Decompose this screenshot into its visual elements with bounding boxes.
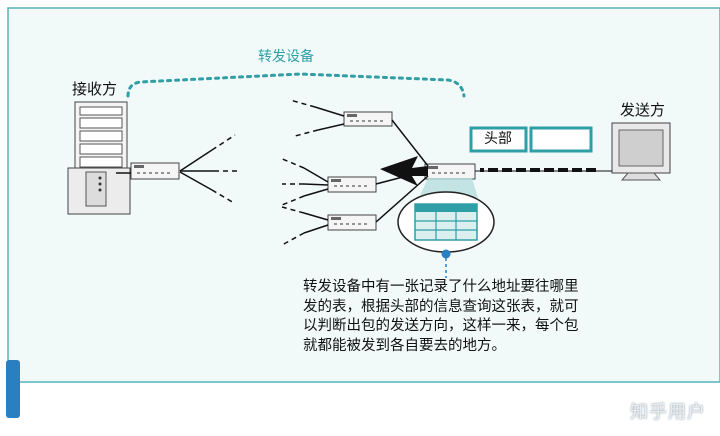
receiver-server-icon: [67, 101, 131, 215]
packet-header-box: [469, 126, 528, 153]
router-top: [343, 111, 393, 127]
router-bottom: [327, 214, 377, 231]
router-middle: [327, 176, 377, 193]
router-receiver-side: [130, 162, 180, 180]
description-text: 转发设备中有一张记录了什么地址要往哪里 发的表，根据头部的信息查询这张表，就可 …: [303, 278, 623, 356]
description-line: 就都能被发到各自要去的地方。: [303, 337, 506, 354]
callout-dot: [441, 249, 451, 259]
packet-header-label: 头部: [484, 131, 512, 147]
router-sender-side: [424, 163, 476, 180]
packet-body-box: [529, 126, 593, 153]
watermark: 知乎用户: [630, 402, 706, 423]
description-line: 转发设备中有一张记录了什么地址要往哪里: [303, 279, 579, 295]
description-line: 发的表，根据头部的信息查询这张表，就可: [303, 298, 579, 315]
sender-label: 发送方: [620, 101, 666, 119]
sender-computer-icon: [611, 122, 671, 181]
description-line: 以判断出包的发送方向，这样一来，每个包: [303, 318, 579, 334]
routing-table-icon: [414, 203, 478, 241]
forwarding-devices-label: 转发设备: [258, 49, 314, 65]
forwarding-bracket: [126, 72, 466, 98]
corner-tab: [6, 360, 20, 418]
receiver-label: 接收方: [72, 80, 118, 98]
packet-arrow: [380, 156, 596, 186]
